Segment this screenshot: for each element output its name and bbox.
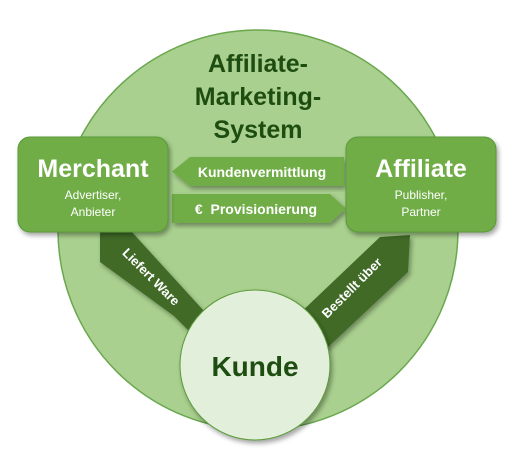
merchant-subtitle-1: Advertiser, — [65, 188, 122, 202]
system-title-line3: System — [214, 116, 303, 144]
kundenvermittlung-label: Kundenvermittlung — [198, 164, 326, 180]
affiliate-subtitle-2: Partner — [401, 205, 440, 219]
provisionierung-arrow: € Provisionierung — [172, 194, 346, 223]
affiliate-box — [345, 136, 497, 233]
provisionierung-label: € Provisionierung — [195, 201, 317, 217]
kundenvermittlung-arrow: Kundenvermittlung — [172, 157, 344, 186]
merchant-subtitle-2: Anbieter — [71, 205, 116, 219]
affiliate-subtitle-1: Publisher, — [395, 188, 448, 202]
kunde-label: Kunde — [211, 351, 298, 382]
affiliate-title: Affiliate — [375, 155, 467, 183]
system-title-line2: Marketing- — [195, 83, 321, 111]
system-title-line1: Affiliate- — [208, 50, 308, 78]
merchant-box — [17, 136, 169, 233]
merchant-title: Merchant — [37, 155, 149, 183]
kunde-circle — [179, 289, 331, 441]
